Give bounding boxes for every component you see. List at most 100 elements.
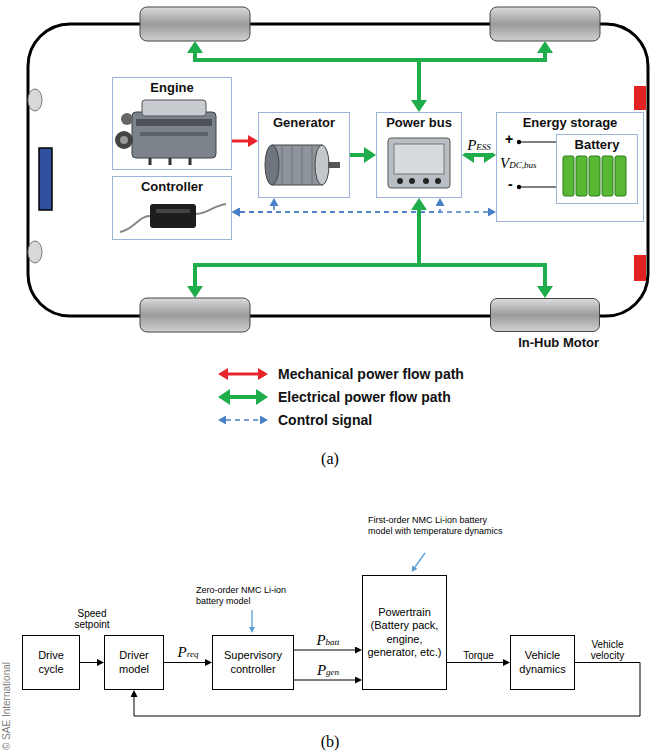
car-body (28, 241, 42, 263)
battery-picture (589, 156, 600, 196)
flow-label: Speed setpoint (68, 608, 116, 630)
annotation: Zero-order NMC Li-ion battery model (196, 585, 308, 607)
engine-picture (136, 119, 212, 126)
wheel (490, 7, 600, 41)
legend-sample (218, 412, 268, 428)
connector (447, 662, 503, 663)
process-block: Vehicle dynamics (510, 635, 575, 690)
box-label: Engine (150, 80, 193, 96)
legend-line (228, 372, 258, 375)
box-label: In-Hub Motor (518, 335, 599, 350)
legend-sample (218, 366, 268, 382)
engine-picture (115, 100, 216, 165)
flow-label: Pbatt (315, 632, 340, 649)
battery-picture (602, 156, 613, 196)
connector (294, 650, 355, 651)
battery-picture (563, 156, 626, 196)
annotation: First-order NMC Li-ion battery model wit… (368, 515, 508, 537)
box-label: Supervisory controller (216, 649, 290, 675)
engine-picture (132, 112, 216, 158)
battery-picture (563, 156, 574, 196)
process-block: Driver model (104, 635, 164, 690)
flow-label: Pgen (316, 662, 340, 679)
controller-box: Controller (112, 176, 232, 240)
battery-box: Battery (556, 134, 638, 204)
flow-label: PESS (466, 137, 492, 154)
terminal-wire (517, 185, 521, 189)
wheel (140, 298, 250, 332)
in-hub-motor: In-Hub Motor (490, 298, 600, 332)
electrical-wire (195, 265, 419, 286)
generator-box: Generator (258, 112, 350, 198)
process-block: Drive cycle (22, 635, 80, 690)
legend-sample (218, 389, 268, 405)
legend: Mechanical power flow pathElectrical pow… (218, 362, 464, 431)
car-body (28, 89, 42, 111)
electrical-wire (195, 53, 545, 286)
process-block: Supervisory controller (212, 635, 294, 690)
leader-arrow (251, 610, 252, 627)
car-body (28, 24, 648, 316)
generator-picture (328, 162, 340, 168)
generator-picture (265, 145, 279, 185)
box-label: Controller (141, 179, 203, 195)
terminal-sign: - (508, 177, 513, 191)
voltage-label: VDC,bus (500, 155, 536, 172)
power-bus-picture (423, 178, 429, 184)
legend-line (230, 395, 256, 399)
connector (474, 153, 484, 157)
engine-picture (120, 136, 128, 144)
terminal-wire (517, 140, 521, 144)
car-body (28, 24, 648, 316)
box-label: Vehicle dynamics (514, 649, 571, 675)
flow-label: Torque (462, 650, 495, 661)
power-bus-picture (435, 178, 441, 184)
flow-label: Vehicle velocity (581, 639, 635, 661)
power-bus-picture (397, 178, 403, 184)
engine-picture (115, 131, 133, 149)
power-bus-box: Power bus (376, 112, 462, 198)
box-label: Energy storage (523, 115, 618, 131)
power-bus-picture (388, 138, 450, 188)
legend-text: Mechanical power flow path (278, 366, 464, 382)
panel-label: (a) (321, 450, 339, 468)
battery-picture (576, 156, 587, 196)
car-body (39, 148, 52, 210)
connector (240, 206, 274, 212)
generator-picture (282, 145, 312, 185)
controller-picture (150, 204, 196, 228)
connector (240, 206, 440, 212)
engine-box: Engine (112, 77, 232, 170)
box-label: Drive cycle (26, 649, 76, 675)
legend-row: Control signal (218, 408, 464, 431)
terminal-sign: + (505, 132, 513, 146)
connector (232, 140, 248, 143)
engine-picture (150, 158, 190, 165)
process-block: Powertrain (Battery pack, engine, genera… (362, 575, 447, 690)
watermark: © SAE International (1, 662, 12, 750)
legend-row: Electrical power flow path (218, 385, 464, 408)
box-label: Powertrain (Battery pack, engine, genera… (366, 606, 443, 659)
engine-picture (142, 100, 206, 116)
terminal-wire (521, 141, 556, 142)
connector (164, 662, 205, 663)
engine-picture (140, 132, 208, 136)
leader-arrow (415, 553, 425, 567)
connector (240, 211, 488, 213)
box-label: Generator (273, 115, 335, 131)
box-label: Power bus (386, 115, 452, 131)
power-bus-picture (409, 178, 415, 184)
legend-text: Control signal (278, 412, 372, 428)
electrical-wire (195, 53, 545, 60)
legend-line (226, 419, 260, 421)
panel-label: (b) (321, 733, 340, 751)
legend-row: Mechanical power flow path (218, 362, 464, 385)
car-body (634, 86, 646, 110)
generator-picture (265, 145, 340, 185)
flow-label: Preq (177, 644, 200, 661)
connector (350, 153, 364, 157)
battery-picture (615, 156, 626, 196)
controller-picture (120, 204, 226, 232)
power-bus-picture (388, 138, 450, 188)
